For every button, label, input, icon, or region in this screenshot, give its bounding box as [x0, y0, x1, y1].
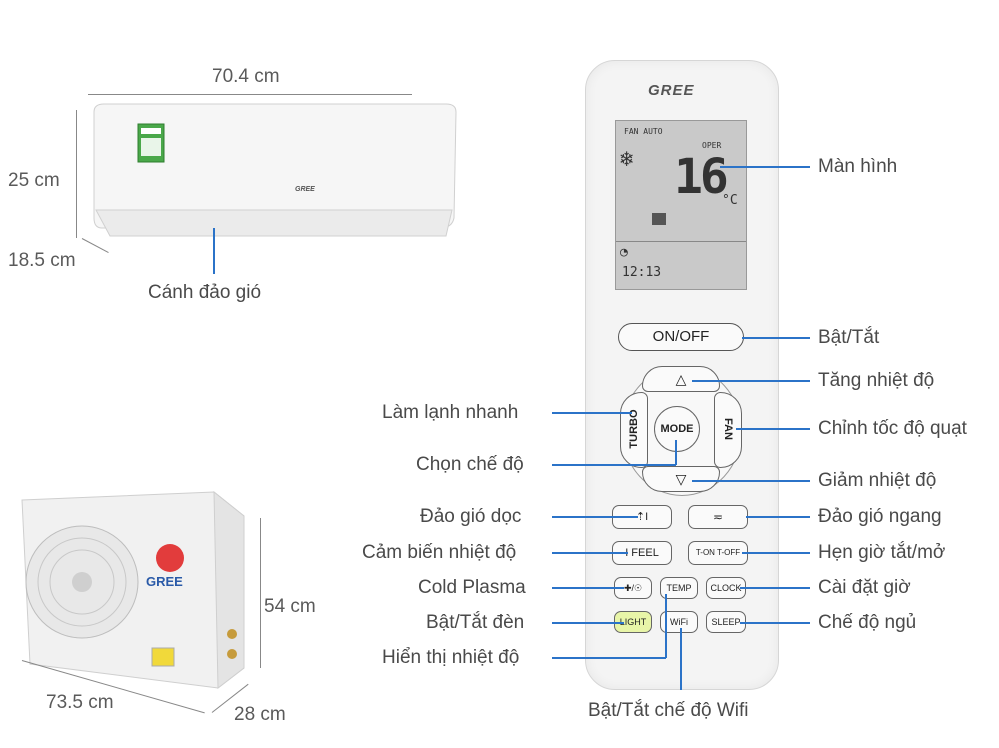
light-leader — [552, 622, 624, 624]
outdoor-brand: GREE — [146, 574, 183, 589]
callout-timer: Hẹn giờ tắt/mở — [818, 542, 946, 563]
sleep-leader — [740, 622, 810, 624]
wifi-leader — [680, 628, 682, 690]
lcd-snowflake-icon: ❄ — [620, 147, 634, 172]
lcd-divider — [616, 241, 746, 242]
wifi-button[interactable]: WiFi — [660, 611, 698, 633]
callout-temp-up: Tăng nhiệt độ — [818, 370, 935, 391]
swing-horizontal-button[interactable]: ≂ — [688, 505, 748, 529]
temp-up-button[interactable]: △ — [642, 366, 720, 392]
lcd-oper-text: OPER — [702, 141, 722, 150]
outdoor-height-line — [260, 518, 261, 668]
callout-fan-speed: Chỉnh tốc độ quạt — [818, 418, 967, 439]
lcd-unit: °C — [722, 193, 738, 208]
plasma-leader — [552, 587, 624, 589]
outdoor-unit-drawing — [21, 490, 245, 689]
turbo-leader — [552, 412, 632, 414]
outdoor-width-label: 73.5 cm — [46, 692, 114, 713]
callout-swing-v: Đảo gió dọc — [420, 506, 522, 527]
up-arrow-icon: △ — [675, 371, 687, 387]
outdoor-height-label: 54 cm — [264, 596, 316, 617]
screen-leader — [720, 166, 810, 168]
swing-v-leader — [552, 516, 638, 518]
callout-on-off: Bật/Tắt — [818, 327, 880, 348]
lcd-clock: 12:13 — [622, 265, 662, 280]
outdoor-unit — [18, 488, 254, 698]
fan-button[interactable]: FAN — [714, 392, 742, 468]
indoor-unit-drawing — [93, 103, 457, 237]
temp-display-leader-v — [665, 594, 667, 658]
callout-temp-down: Giảm nhiệt độ — [818, 470, 937, 491]
indoor-height-line — [76, 110, 77, 238]
swing-h-leader — [746, 516, 810, 518]
timer-button[interactable]: T-ON T-OFF — [688, 541, 748, 565]
callout-turbo: Làm lạnh nhanh — [382, 402, 519, 423]
indoor-unit — [90, 100, 460, 240]
light-button[interactable]: LIGHT — [614, 611, 652, 633]
lcd-fan-text: FAN AUTO — [624, 127, 663, 136]
callout-screen: Màn hình — [818, 156, 898, 177]
lcd-temperature: 16 — [674, 149, 729, 205]
temp-down-leader — [692, 480, 810, 482]
outdoor-depth-label: 28 cm — [234, 704, 286, 725]
clock-leader — [740, 587, 810, 589]
on-off-leader — [742, 337, 810, 339]
callout-temp-display: Hiển thị nhiệt độ — [382, 647, 520, 668]
turbo-button[interactable]: TURBO — [620, 392, 648, 468]
louver-leader — [213, 228, 215, 274]
indoor-depth-line — [81, 238, 109, 254]
temp-display-leader-h — [552, 657, 666, 659]
indoor-depth-label: 18.5 cm — [8, 250, 76, 271]
indoor-width-label: 70.4 cm — [212, 66, 280, 87]
indoor-height-label: 25 cm — [8, 170, 60, 191]
callout-plasma: Cold Plasma — [418, 577, 526, 598]
callout-sleep: Chế độ ngủ — [818, 612, 917, 633]
mode-button[interactable]: MODE — [654, 406, 700, 452]
callout-mode: Chọn chế độ — [416, 454, 524, 475]
temp-down-button[interactable]: ▽ — [642, 466, 720, 492]
louver-label: Cánh đảo gió — [148, 282, 262, 303]
fan-label: FAN — [722, 418, 734, 440]
remote-brand: GREE — [648, 82, 695, 99]
fan-speed-leader — [736, 428, 810, 430]
plasma-button[interactable]: ✚/☉ — [614, 577, 652, 599]
lcd-clock-icon: ◔ — [620, 245, 628, 260]
temp-up-leader — [692, 380, 810, 382]
ifeel-button[interactable]: I FEEL — [612, 541, 672, 565]
lcd-fan-icon — [652, 213, 666, 225]
down-arrow-icon: ▽ — [675, 471, 687, 487]
indoor-width-line — [88, 94, 412, 95]
mode-leader-v — [675, 440, 677, 465]
callout-swing-h: Đảo gió ngang — [818, 506, 942, 527]
callout-clock: Cài đặt giờ — [818, 577, 911, 598]
sleep-button[interactable]: SLEEP — [706, 611, 746, 633]
lcd-screen: FAN AUTO OPER ❄ 16 °C ◔ 12:13 — [615, 120, 747, 290]
mode-leader-h — [552, 464, 676, 466]
timer-leader — [742, 552, 810, 554]
callout-wifi: Bật/Tắt chế độ Wifi — [588, 700, 749, 721]
on-off-button[interactable]: ON/OFF — [618, 323, 744, 351]
callout-ifeel: Cảm biến nhiệt độ — [362, 542, 517, 563]
temp-display-button[interactable]: TEMP — [660, 577, 698, 599]
ifeel-leader — [552, 552, 628, 554]
callout-light: Bật/Tắt đèn — [426, 612, 525, 633]
indoor-brand: GREE — [295, 186, 315, 193]
